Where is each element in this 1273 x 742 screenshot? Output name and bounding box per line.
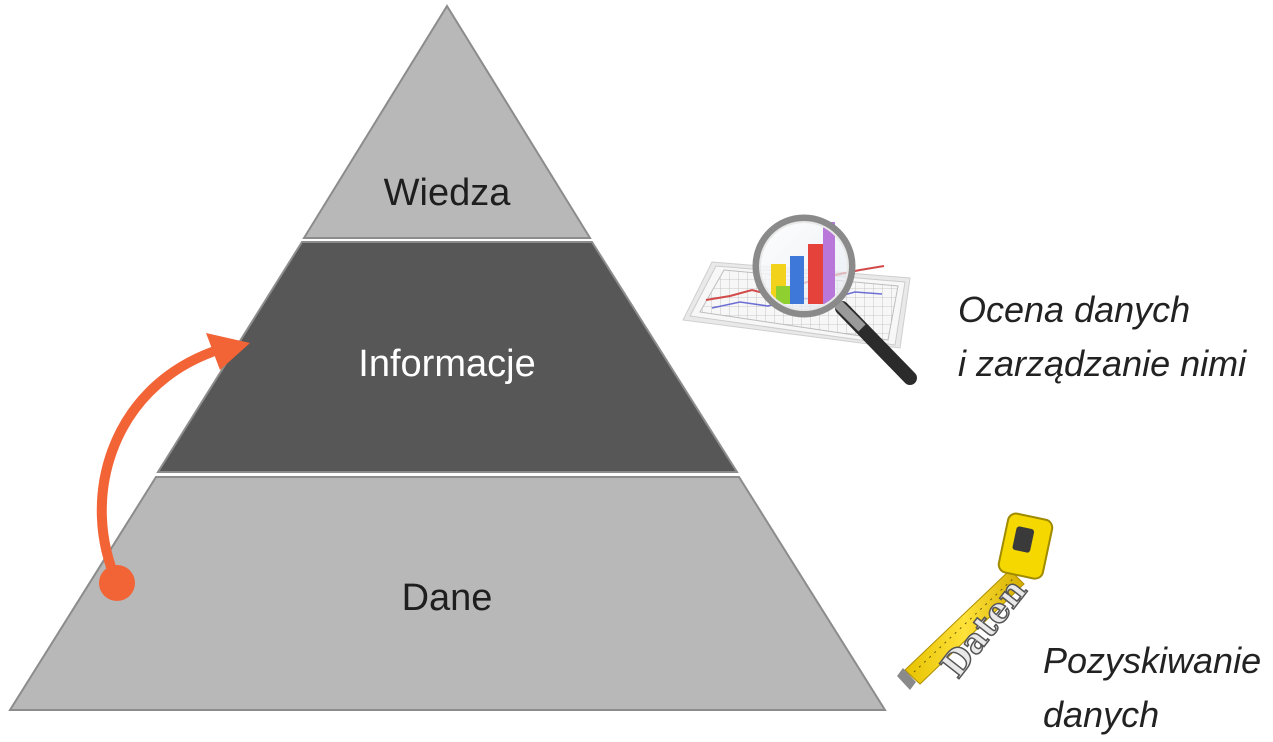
annotation-evaluation-line-1: Ocena danych [958, 289, 1191, 330]
annotation-acquisition: Pozyskiwanie danych [1043, 634, 1261, 742]
pyramid: Wiedza Informacje Dane [8, 4, 887, 711]
tier-label-bottom: Dane [402, 577, 493, 619]
annotation-evaluation-line-2: i zarządzanie nimi [958, 343, 1247, 384]
pyramid-tier-middle [156, 241, 739, 473]
arrow-curve [96, 347, 217, 587]
pyramid-tier-bottom [8, 476, 887, 711]
tier-label-top: Wiedza [384, 172, 512, 214]
annotation-evaluation: Ocena danych i zarządzanie nimi [958, 283, 1246, 391]
annotation-acquisition-line-1: Pozyskiwanie [1043, 640, 1262, 681]
magnifier-chart-icon [682, 214, 917, 385]
tape-measure-icon: Daten [897, 512, 1054, 690]
pyramid-tier-top [302, 4, 592, 239]
annotation-acquisition-line-2: danych [1043, 694, 1160, 735]
progress-arrow [96, 333, 250, 601]
arrow-start-dot [99, 565, 135, 601]
arrow-head-icon [206, 333, 250, 370]
tier-label-middle: Informacje [358, 343, 535, 385]
